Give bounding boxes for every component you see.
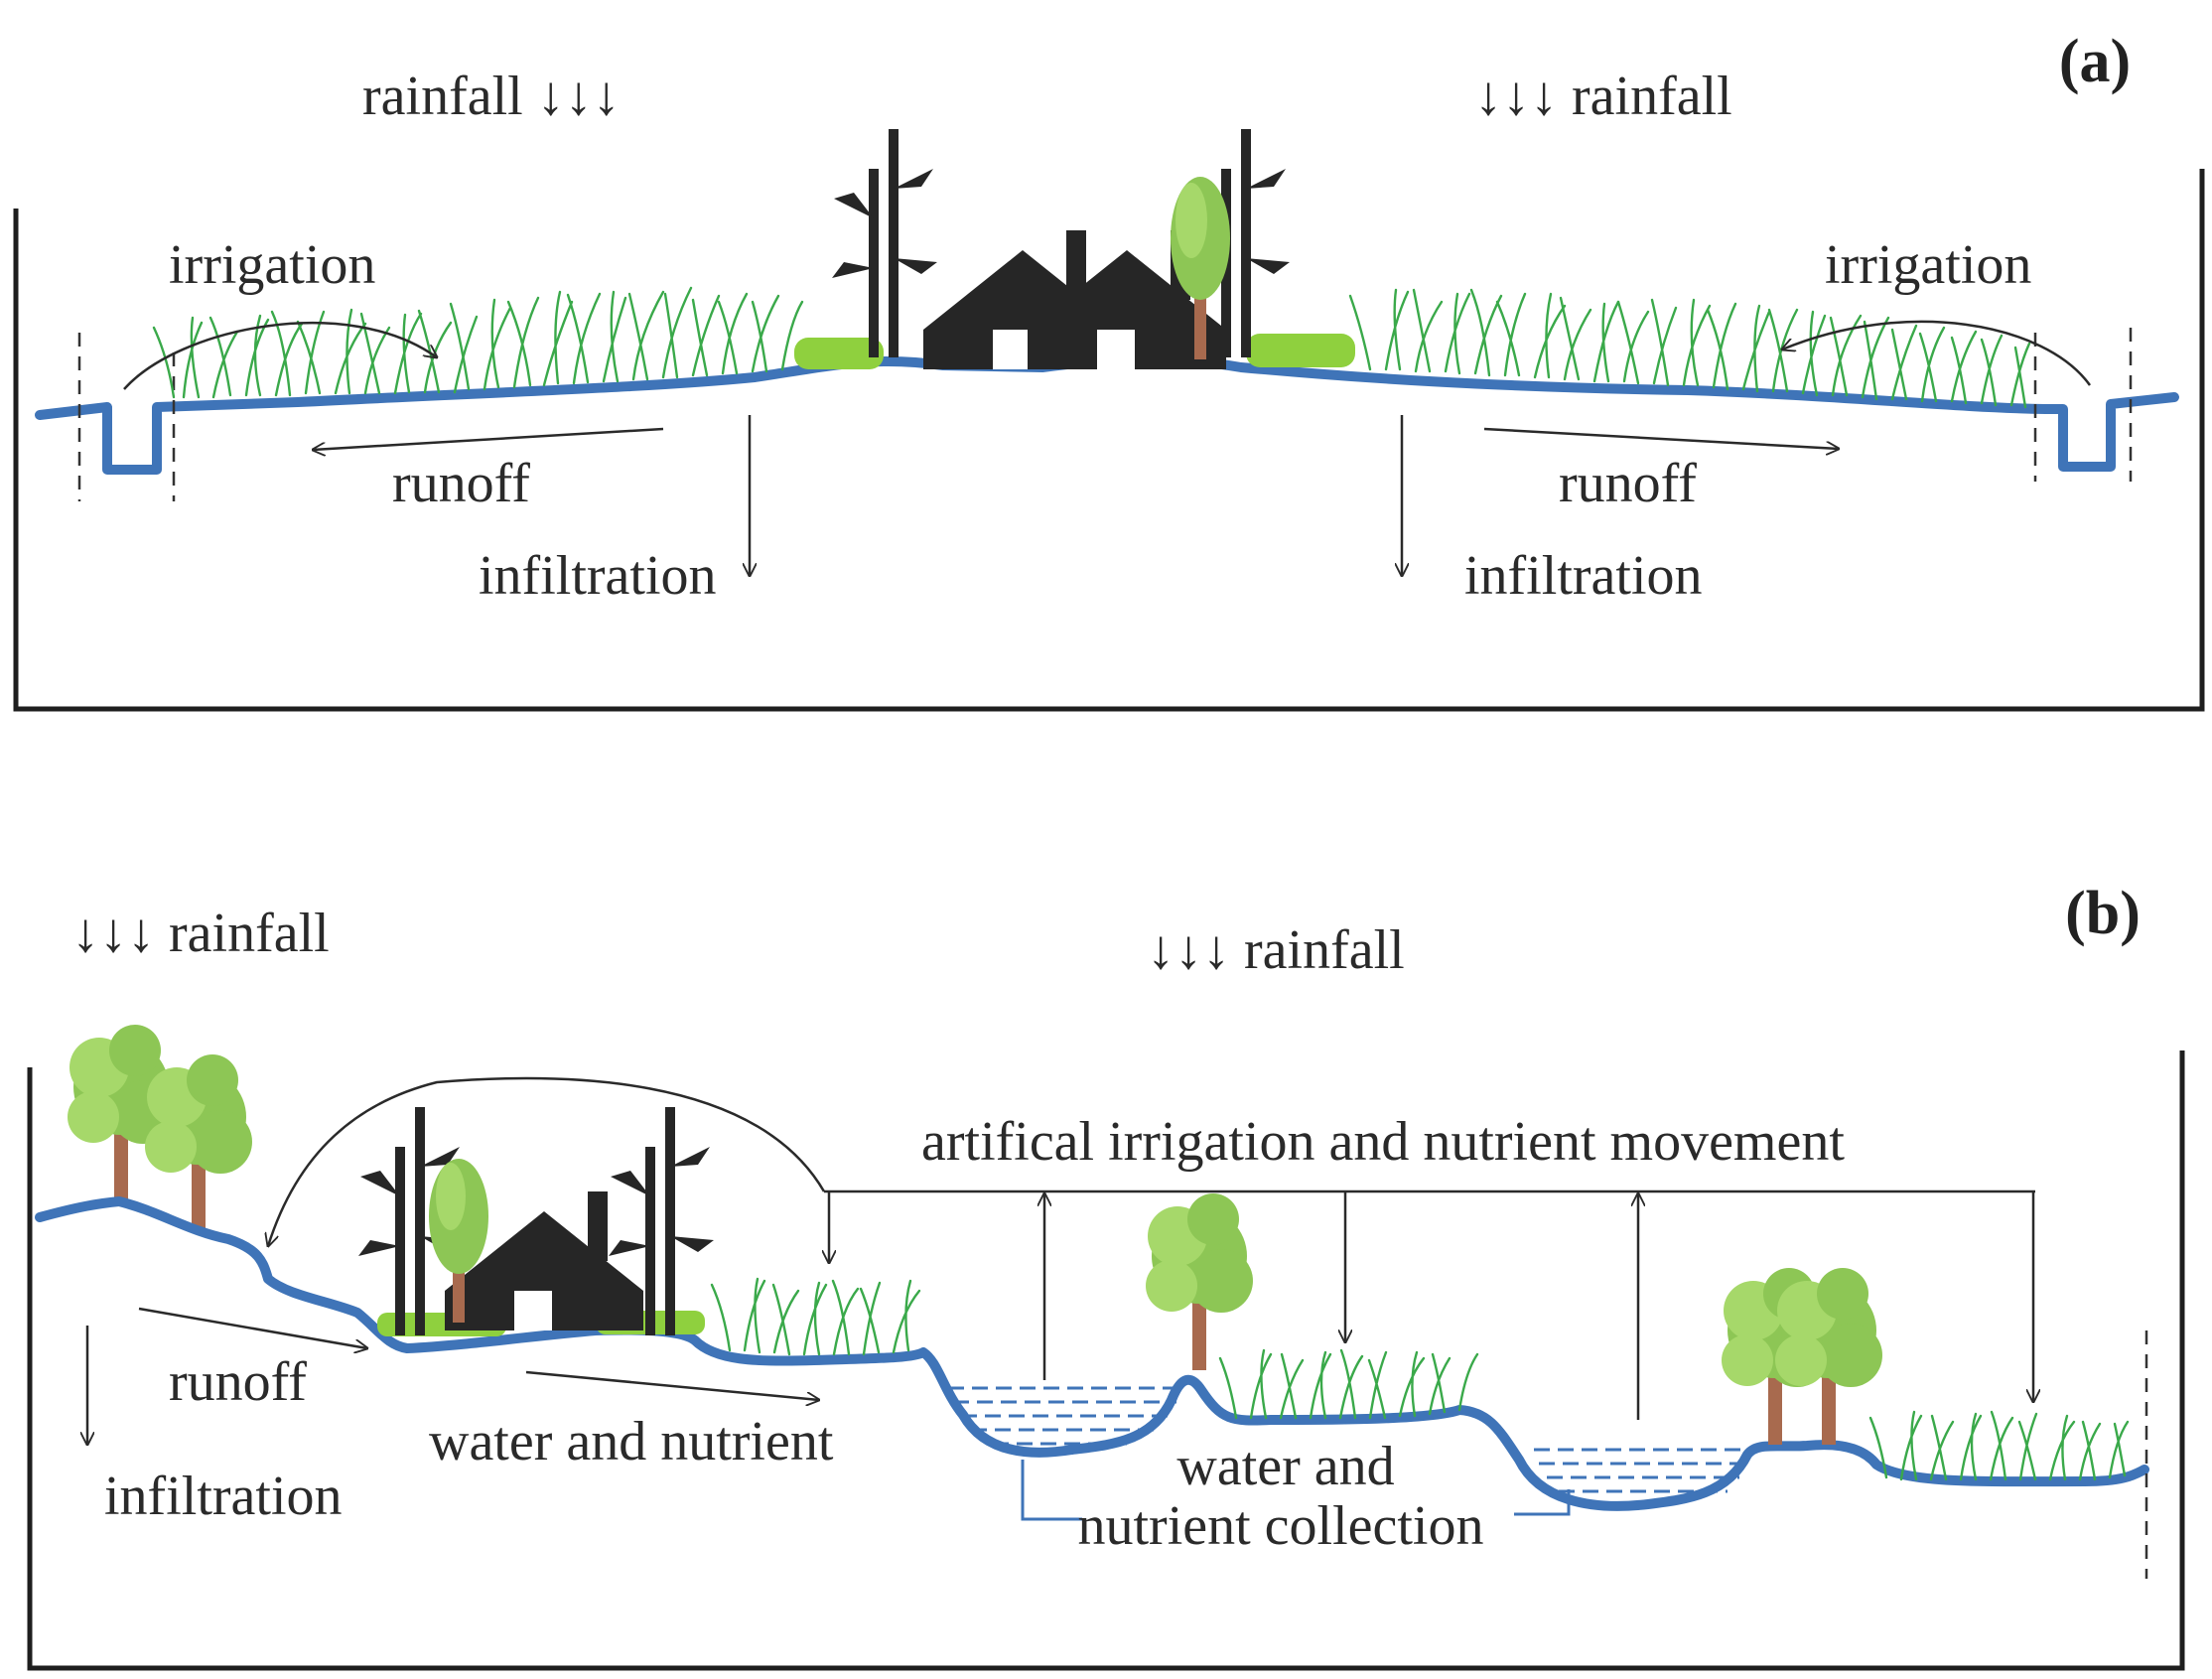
runoff-label-b: runoff: [169, 1351, 307, 1413]
bamboo-icon: [832, 129, 937, 357]
infiltration-label-a-left: infiltration: [479, 545, 717, 607]
tree-icon: [1775, 1268, 1882, 1445]
collection-label-line1: water and: [1176, 1436, 1394, 1497]
panel-a: (a) rainfall ↓↓↓ ↓↓↓ rainfall: [13, 28, 2205, 712]
infiltration-label-a-right: infiltration: [1464, 545, 1703, 607]
nutrient-flow-arrow: [525, 1370, 819, 1400]
runoff-arrow: [313, 427, 664, 450]
grass-icon: [710, 1277, 2130, 1481]
panel-b: (b) ↓↓↓ rainfall ↓↓↓ rainfall: [27, 880, 2185, 1671]
collection-bracket: [1514, 1489, 1571, 1516]
runoff-arrow: [138, 1307, 367, 1348]
pond-water: [948, 1386, 1752, 1493]
rainfall-label-b-center: ↓↓↓ rainfall: [1147, 919, 1405, 981]
tree-icon: [1171, 177, 1230, 359]
rainfall-label-b-left: ↓↓↓ rainfall: [71, 903, 330, 964]
infiltration-label-b: infiltration: [104, 1466, 343, 1527]
village-a: [794, 129, 1355, 369]
irrigation-arrow: [123, 322, 437, 390]
irrigation-label-b: artifical irrigation and nutrient moveme…: [921, 1111, 1845, 1173]
rainfall-label-a-right: ↓↓↓ rainfall: [1474, 66, 1732, 127]
collection-bracket: [1021, 1460, 1082, 1521]
tree-icon: [429, 1159, 488, 1323]
irrigation-label-a-left: irrigation: [169, 234, 375, 296]
tree-icon: [145, 1054, 252, 1231]
irrigation-arrow: [268, 1076, 826, 1246]
runoff-arrow: [1483, 427, 1839, 449]
water-nutrient-label: water and nutrient: [429, 1411, 834, 1472]
irrigation-arrow: [1782, 320, 2092, 386]
grass-icon: [152, 286, 804, 399]
panel-a-tag: (a): [2059, 28, 2131, 95]
tree-icon: [1146, 1193, 1253, 1370]
panel-a-frame: [13, 169, 2205, 712]
runoff-label-a-right: runoff: [1559, 453, 1697, 514]
irrigation-label-a-right: irrigation: [1825, 234, 2031, 296]
rainfall-label-a-left: rainfall ↓↓↓: [362, 66, 621, 127]
village-b: [358, 1107, 714, 1336]
collection-label-line2: nutrient collection: [1078, 1495, 1484, 1557]
panel-b-frame: [27, 1050, 2185, 1671]
ground-line-a: [35, 353, 2179, 475]
runoff-label-a-left: runoff: [392, 453, 530, 514]
panel-b-tag: (b): [2065, 880, 2141, 947]
